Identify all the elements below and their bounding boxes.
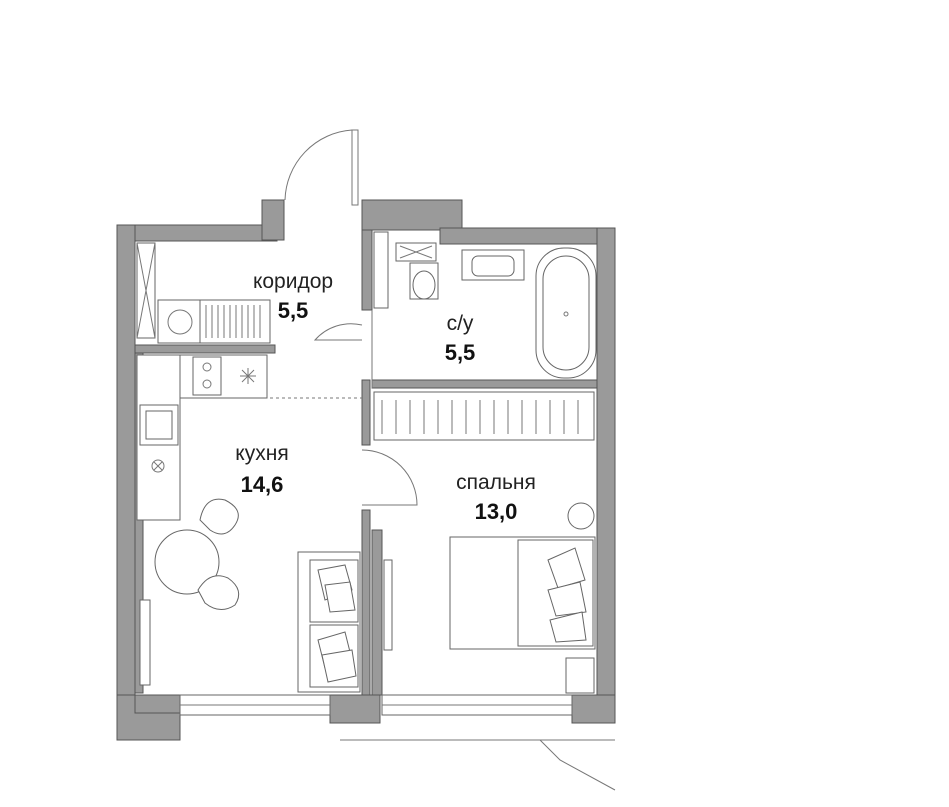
bathroom-fixtures xyxy=(371,231,597,388)
room-label-bedroom: спальня 13,0 xyxy=(456,471,536,524)
kitchen-area: 14,6 xyxy=(241,472,284,497)
bathroom-area: 5,5 xyxy=(445,340,476,365)
room-label-bathroom: с/у 5,5 xyxy=(445,312,476,365)
walls xyxy=(116,199,616,741)
bedroom-fixtures xyxy=(373,391,596,694)
room-label-corridor: коридор 5,5 xyxy=(253,270,333,323)
corridor-name: коридор xyxy=(253,270,333,293)
windows xyxy=(179,694,616,791)
bedroom-area: 13,0 xyxy=(475,499,518,524)
kitchen-fixtures xyxy=(136,354,418,693)
room-label-kitchen: кухня 14,6 xyxy=(235,442,288,497)
corridor-fixtures xyxy=(136,242,363,344)
corridor-area: 5,5 xyxy=(278,298,309,323)
kitchen-name: кухня xyxy=(235,442,288,465)
entrance-door xyxy=(284,129,359,206)
bedroom-name: спальня xyxy=(456,471,536,494)
bathroom-name: с/у xyxy=(447,312,474,335)
